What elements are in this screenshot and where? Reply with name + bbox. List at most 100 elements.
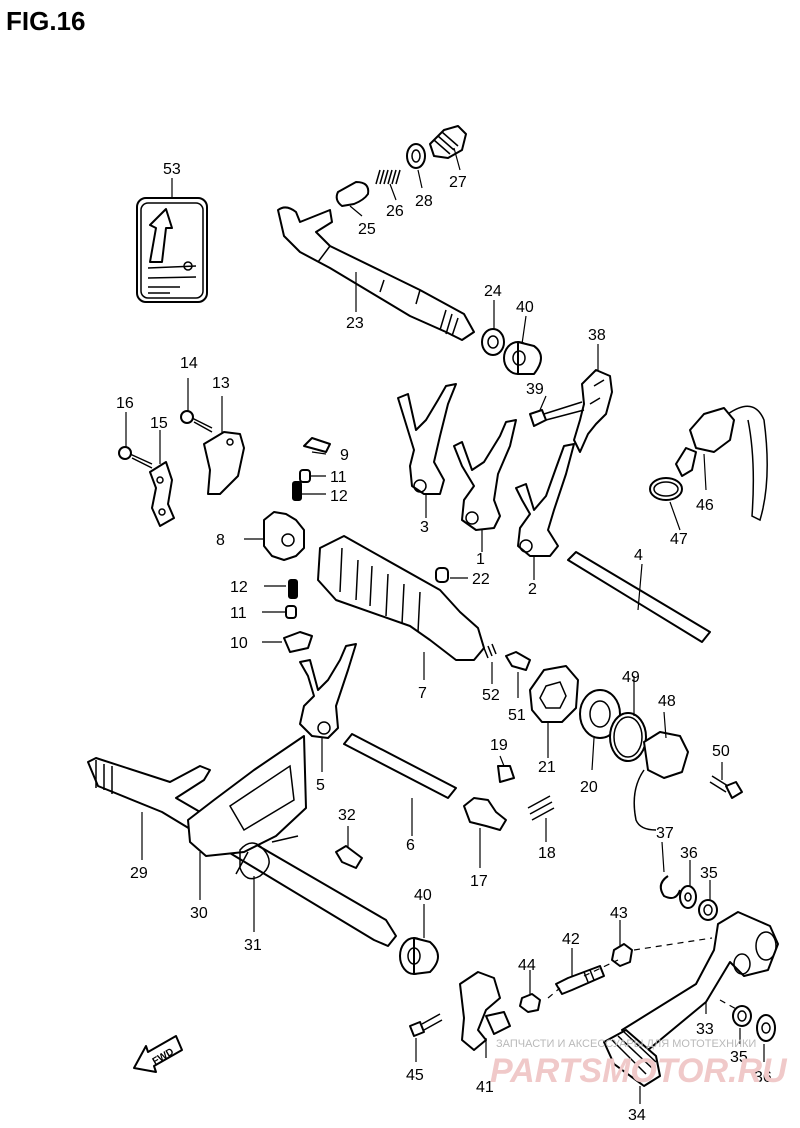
part-11-lower-pin (285, 605, 297, 619)
callout-13: 13 (212, 375, 230, 392)
part-47-o-ring (649, 477, 683, 501)
part-26-spring (375, 169, 401, 185)
part-1-shift-fork (453, 419, 517, 531)
callout-6: 6 (406, 837, 415, 854)
callout-16: 16 (116, 395, 134, 412)
callout-24: 24 (484, 283, 502, 300)
fwd-arrow-icon: FWD (133, 1035, 183, 1073)
callout-12-upper: 12 (330, 488, 348, 505)
callout-39: 39 (526, 381, 544, 398)
part-39-bolt (529, 401, 585, 427)
part-20-nut (579, 689, 621, 739)
callout-47: 47 (670, 531, 688, 548)
callout-36-upper: 36 (680, 845, 698, 862)
part-15-plate (149, 461, 175, 527)
callout-49: 49 (622, 669, 640, 686)
part-12-lower-spring (288, 579, 298, 599)
callout-28: 28 (415, 193, 433, 210)
part-17-bush (463, 797, 507, 831)
callout-31: 31 (244, 937, 262, 954)
callout-53: 53 (163, 161, 181, 178)
callout-7: 7 (418, 685, 427, 702)
callout-40-upper: 40 (516, 299, 534, 316)
part-28-gasket (406, 143, 426, 169)
part-31-return-spring (235, 835, 299, 880)
part-32-bolt (335, 845, 363, 869)
part-40-bearing-lower (399, 937, 439, 975)
callout-30: 30 (190, 905, 208, 922)
callout-20: 20 (580, 779, 598, 796)
part-19-bolt (497, 765, 515, 783)
callout-27: 27 (449, 174, 467, 191)
part-7-shift-drum (317, 535, 485, 661)
watermark: ЗАПЧАСТИ И АКСЕССУАРЫ ДЛЯ МОТОТЕХНИКИ PA… (490, 1038, 788, 1090)
part-33-gearshift-lever (621, 911, 779, 1051)
callout-29: 29 (130, 865, 148, 882)
figure-title: FIG.16 (6, 6, 85, 36)
callout-40-lower: 40 (414, 887, 432, 904)
callout-36-lower: 36 (754, 1069, 772, 1086)
part-42-rod (555, 965, 605, 995)
part-16-screw (118, 446, 153, 469)
callout-22: 22 (472, 571, 490, 588)
callout-15: 15 (150, 415, 168, 432)
callout-4: 4 (634, 547, 643, 564)
callout-52: 52 (482, 687, 500, 704)
callout-45: 45 (406, 1067, 424, 1084)
part-11-pin (299, 469, 311, 483)
part-35-washer-upper (698, 899, 718, 921)
part-51-pin (505, 651, 531, 671)
part-2-shift-fork (515, 443, 575, 557)
part-36-washer-lower (756, 1014, 776, 1042)
part-45-bolt (409, 1013, 443, 1037)
part-22-pin (435, 567, 449, 583)
part-30-shift-arm (187, 735, 307, 857)
callout-numbers: 53 27 28 26 25 23 24 40 38 39 14 13 16 1… (116, 161, 772, 1124)
part-34-lever-rubber (603, 1029, 661, 1087)
callout-44: 44 (518, 957, 536, 974)
part-8-shift-cam (263, 511, 305, 561)
callout-12-lower: 12 (230, 579, 248, 596)
callout-14: 14 (180, 355, 198, 372)
part-24-washer (481, 328, 505, 356)
part-52-spring (483, 643, 497, 659)
callout-19: 19 (490, 737, 508, 754)
part-13-bracket (203, 431, 245, 495)
part-48-sensor (633, 731, 689, 831)
callout-50: 50 (712, 743, 730, 760)
callout-23: 23 (346, 315, 364, 332)
part-50-bolt (709, 775, 743, 799)
callout-17: 17 (470, 873, 488, 890)
part-41-joint (459, 971, 511, 1051)
part-35-washer-lower (732, 1005, 752, 1027)
callout-35-lower: 35 (730, 1049, 748, 1066)
callout-3: 3 (420, 519, 429, 536)
part-40-bearing-upper (503, 341, 542, 375)
part-44-nut (519, 993, 541, 1013)
part-38-bracket (573, 369, 613, 453)
callout-41: 41 (476, 1079, 494, 1096)
callout-9: 9 (340, 447, 349, 464)
part-37-circlip (659, 875, 681, 899)
callout-34: 34 (628, 1107, 646, 1124)
callout-2: 2 (528, 581, 537, 598)
part-27-plug (429, 125, 467, 159)
part-6-fork-shaft (343, 733, 457, 799)
callout-21: 21 (538, 759, 556, 776)
part-53-shift-label (136, 197, 208, 303)
callout-46: 46 (696, 497, 714, 514)
callout-33: 33 (696, 1021, 714, 1038)
part-46-neutral-switch (675, 405, 768, 522)
callout-1: 1 (476, 551, 485, 568)
callout-25: 25 (358, 221, 376, 238)
callout-11-lower: 11 (230, 605, 247, 622)
part-3-shift-fork (397, 383, 457, 495)
callout-43: 43 (610, 905, 628, 922)
part-18-spring (527, 795, 555, 821)
callout-26: 26 (386, 203, 404, 220)
leader-lines (125, 147, 765, 1104)
callout-11-upper: 11 (330, 469, 347, 486)
watermark-caption: ЗАПЧАСТИ И АКСЕССУАРЫ ДЛЯ МОТОТЕХНИКИ (496, 1038, 756, 1050)
callout-35-upper: 35 (700, 865, 718, 882)
part-10-plate (283, 631, 313, 653)
